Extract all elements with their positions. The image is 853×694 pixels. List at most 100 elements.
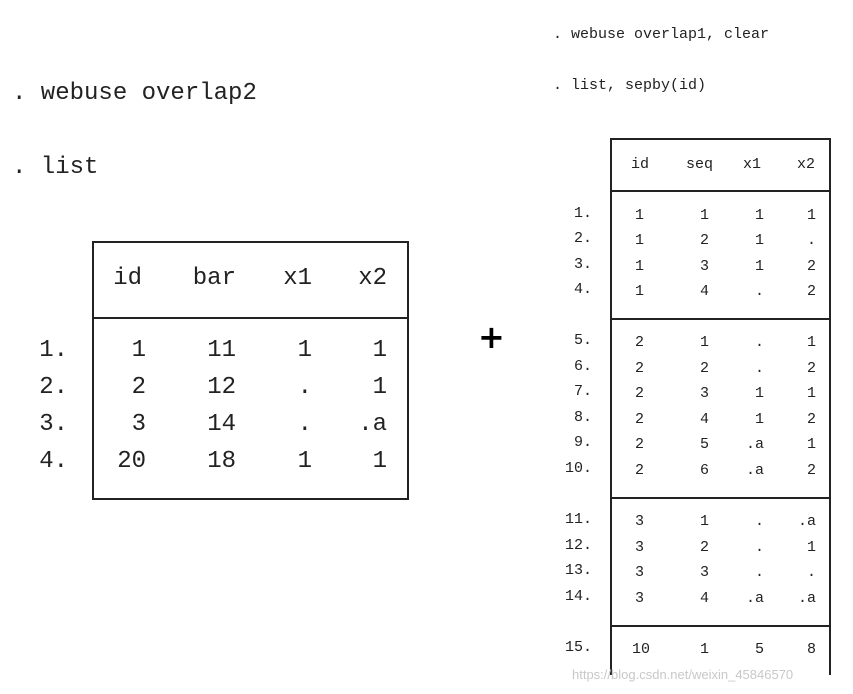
group-separator	[612, 318, 829, 320]
command-webuse-overlap2: . webuse overlap2	[12, 80, 257, 107]
cell-x2: 1	[806, 334, 816, 351]
cell-x1: .	[754, 283, 764, 300]
cell-x1: 1	[297, 337, 312, 364]
row-number: 14.	[564, 588, 592, 605]
command-list: . list	[12, 154, 99, 181]
cell-x2: 1	[806, 207, 816, 224]
cell-x2: 8	[806, 641, 816, 658]
cell-id: 2	[131, 374, 146, 401]
cell-x2: 1	[806, 539, 816, 556]
cell-id: 20	[117, 448, 146, 475]
cell-id: 1	[634, 283, 644, 300]
cell-x2: .	[806, 232, 816, 249]
cell-seq: 4	[699, 411, 709, 428]
cell-bar: 18	[207, 448, 236, 475]
cell-id: 3	[634, 539, 644, 556]
cell-x2: 1	[372, 374, 387, 401]
cell-seq: 1	[699, 641, 709, 658]
overlap1-table: id seq x1 x2 1 1 1 1 1 2 1 . 1 3 1 2 1 4…	[610, 138, 831, 675]
header-x1: x1	[283, 265, 312, 292]
row-number: 13.	[564, 562, 592, 579]
cell-seq: 6	[699, 462, 709, 479]
group-separator	[612, 625, 829, 627]
row-number: 1.	[39, 337, 68, 364]
cell-x1: .a	[745, 436, 764, 453]
cell-id: 3	[634, 564, 644, 581]
cell-x1: 5	[754, 641, 764, 658]
cell-id: 3	[634, 590, 644, 607]
cell-seq: 1	[699, 513, 709, 530]
cell-x2: 2	[806, 462, 816, 479]
cell-id: 1	[634, 207, 644, 224]
cell-x1: .	[297, 374, 312, 401]
cell-id: 1	[131, 337, 146, 364]
header-bar: bar	[192, 265, 236, 292]
cell-id: 2	[634, 360, 644, 377]
cell-x1: .	[754, 539, 764, 556]
group-separator	[612, 497, 829, 499]
cell-seq: 4	[699, 590, 709, 607]
command-webuse-overlap1: . webuse overlap1, clear	[553, 26, 770, 43]
header-id: id	[113, 265, 142, 292]
cell-seq: 3	[699, 564, 709, 581]
cell-x2: .	[806, 564, 816, 581]
cell-x1: 1	[754, 385, 764, 402]
cell-id: 10	[631, 641, 650, 658]
cell-id: 2	[634, 334, 644, 351]
cell-bar: 12	[207, 374, 236, 401]
cell-x1: 1	[754, 207, 764, 224]
overlap2-table: id bar x1 x2 1 11 1 1 2 12 . 1 3 14 . .a…	[92, 241, 409, 500]
row-number: 2.	[573, 230, 592, 247]
cell-x1: 1	[754, 232, 764, 249]
cell-seq: 2	[699, 539, 709, 556]
row-number: 11.	[564, 511, 592, 528]
row-number: 4.	[573, 281, 592, 298]
cell-x1: 1	[754, 411, 764, 428]
cell-id: 1	[634, 232, 644, 249]
cell-x2: 1	[372, 337, 387, 364]
cell-x1: .	[754, 564, 764, 581]
cell-x2: .a	[797, 513, 816, 530]
row-number: 4.	[39, 448, 68, 475]
cell-x2: .a	[797, 590, 816, 607]
row-number: 1.	[573, 205, 592, 222]
cell-seq: 1	[699, 207, 709, 224]
row-number: 3.	[39, 411, 68, 438]
cell-x2: 2	[806, 258, 816, 275]
cell-x2: 1	[806, 436, 816, 453]
command-list-sepby: . list, sepby(id)	[553, 77, 707, 94]
table-header: id bar x1 x2	[94, 243, 407, 319]
cell-x2: .a	[358, 411, 387, 438]
cell-seq: 4	[699, 283, 709, 300]
cell-id: 2	[634, 411, 644, 428]
cell-id: 2	[634, 385, 644, 402]
row-number: 3.	[573, 256, 592, 273]
plus-sign: +	[478, 318, 505, 356]
cell-x1: .a	[745, 590, 764, 607]
cell-x1: .	[754, 334, 764, 351]
cell-x1: .	[754, 360, 764, 377]
cell-x2: 1	[806, 385, 816, 402]
cell-x1: 1	[297, 448, 312, 475]
cell-x2: 2	[806, 411, 816, 428]
cell-x1: .	[297, 411, 312, 438]
cell-x1: .	[754, 513, 764, 530]
cell-id: 3	[634, 513, 644, 530]
row-number: 8.	[573, 409, 592, 426]
cell-seq: 3	[699, 385, 709, 402]
watermark-url: https://blog.csdn.net/weixin_45846570	[572, 667, 794, 682]
cell-seq: 5	[699, 436, 709, 453]
header-x2: x2	[796, 156, 815, 173]
header-x2: x2	[358, 265, 387, 292]
row-number: 2.	[39, 374, 68, 401]
cell-seq: 2	[699, 360, 709, 377]
header-x1: x1	[742, 156, 761, 173]
cell-id: 2	[634, 436, 644, 453]
header-seq: seq	[685, 156, 713, 173]
header-id: id	[630, 156, 649, 173]
row-number: 10.	[564, 460, 592, 477]
cell-seq: 2	[699, 232, 709, 249]
cell-x1: .a	[745, 462, 764, 479]
cell-x2: 1	[372, 448, 387, 475]
group-separator	[612, 190, 829, 192]
